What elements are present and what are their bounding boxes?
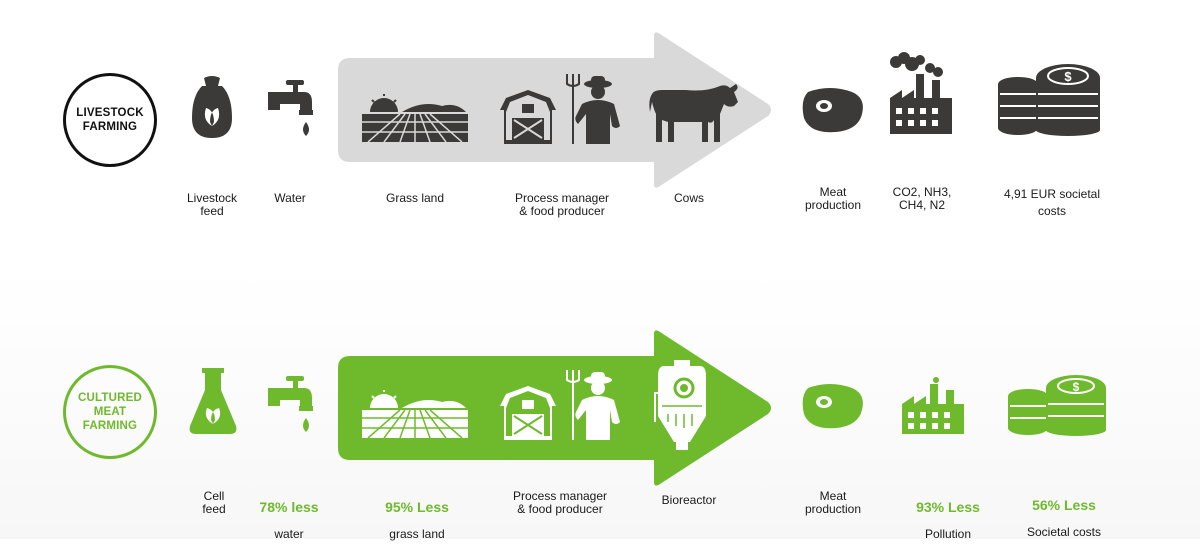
- livestock-row: LIVESTOCK FARMING: [0, 0, 1200, 270]
- livestock-process-arrow: [338, 32, 771, 188]
- label-societal-costs-reduction: 56% Less Societal costs: [1027, 484, 1101, 552]
- label-process-manager: Process manager & food producer: [512, 489, 608, 516]
- label-meat-production: Meat production: [804, 489, 862, 516]
- grass-land-reduction-value: 95% Less: [385, 499, 449, 515]
- label-bioreactor: Bioreactor: [661, 493, 717, 507]
- pollution-reduction-value: 93% Less: [916, 499, 980, 515]
- farmer-icon: [566, 370, 620, 440]
- coins-stack-icon: $: [1008, 375, 1106, 436]
- livestock-badge-label: LIVESTOCK FARMING: [76, 107, 144, 133]
- field-sunrise-icon: [362, 390, 468, 438]
- societal-costs-reduction-text: Societal costs: [1026, 525, 1102, 539]
- faucet-icon: [268, 80, 313, 136]
- farmer-icon: [566, 74, 620, 144]
- svg-text:$: $: [1073, 380, 1080, 394]
- coins-stack-icon: $: [998, 64, 1100, 136]
- label-cell-feed: Cell feed: [202, 489, 226, 516]
- label-livestock-feed: Livestock feed: [186, 191, 238, 218]
- livestock-farming-badge: LIVESTOCK FARMING: [63, 73, 157, 167]
- grass-land-reduction-text: grass land: [389, 527, 445, 541]
- factory-icon: [890, 52, 952, 134]
- water-reduction-text: water: [274, 527, 304, 541]
- label-societal-costs: 4,91 EUR societal costs: [1003, 187, 1101, 218]
- label-meat-production: Meat production: [804, 185, 862, 212]
- label-cows: Cows: [673, 191, 705, 205]
- meat-steak-icon: [802, 384, 863, 429]
- field-sunrise-icon: [362, 94, 468, 142]
- cultured-badge-label: CULTURED MEAT FARMING: [78, 392, 142, 432]
- label-pollution-reduction: 93% Less Pollution: [916, 486, 980, 554]
- barn-icon: [500, 386, 556, 440]
- cow-icon: [649, 84, 738, 142]
- barn-icon: [500, 90, 556, 144]
- svg-text:$: $: [1064, 69, 1072, 84]
- label-grass-land: Grass land: [385, 191, 445, 205]
- label-process-manager: Process manager & food producer: [514, 191, 610, 218]
- cultured-row: CULTURED MEAT FARMING: [0, 270, 1200, 541]
- faucet-icon: [268, 376, 313, 432]
- societal-costs-reduction-value: 56% Less: [1032, 497, 1096, 513]
- cultured-meat-farming-badge: CULTURED MEAT FARMING: [63, 365, 157, 459]
- feed-sack-icon: [192, 76, 232, 138]
- water-reduction-value: 78% less: [259, 499, 319, 515]
- bioreactor-icon: [654, 360, 706, 450]
- label-water-reduction: 78% less water: [259, 486, 318, 554]
- factory-icon: [902, 377, 964, 434]
- meat-steak-icon: [802, 88, 863, 133]
- pollution-reduction-text: Pollution: [924, 527, 972, 541]
- label-water: Water: [274, 191, 306, 205]
- label-emissions: CO2, NH3, CH4, N2: [892, 185, 952, 212]
- label-grass-land-reduction: 95% Less grass land: [385, 486, 449, 554]
- flask-icon: [189, 368, 237, 434]
